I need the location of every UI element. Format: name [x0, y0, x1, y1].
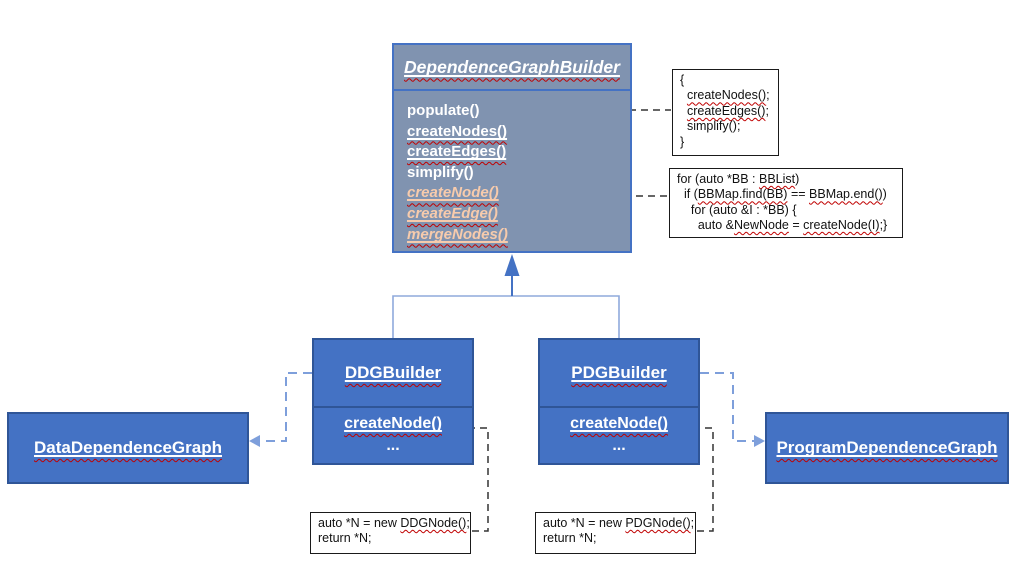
- code-line: for (auto &I : *BB) {: [677, 202, 797, 217]
- code-line: if (BBMap.find(BB) == BBMap.end()): [677, 187, 887, 202]
- method-createnode: createNode(): [344, 415, 442, 432]
- code-line: auto &NewNode = createNode(I);}: [677, 218, 888, 233]
- class-header: PDGBuilder: [540, 340, 698, 408]
- class-header: DependenceGraphBuilder: [394, 45, 630, 91]
- populate-body-code-box: { createNodes(); createEdges(); simplify…: [672, 69, 779, 156]
- method-list: createNode()...: [540, 408, 698, 456]
- method-list: populate() createNodes() createEdges() simp…: [394, 91, 630, 245]
- class-title: DDGBuilder: [344, 363, 442, 382]
- class-title: DataDependenceGraph: [34, 438, 222, 457]
- create-nodes-body-code-box: for (auto *BB : BBList) if (BBMap.find(B…: [669, 168, 903, 238]
- method-createnodes: createNodes(): [407, 122, 508, 140]
- code-line: simplify();: [680, 119, 741, 134]
- program-dependence-graph-class-box: ProgramDependenceGraph: [765, 412, 1009, 484]
- method-createnode: createNode(): [407, 184, 499, 202]
- ddg-to-data-dependence-graph-connector: [259, 372, 312, 442]
- pdg-arrowhead-icon: [754, 435, 765, 447]
- method-...: ...: [612, 436, 626, 454]
- inheritance-arrowhead-icon: [504, 254, 520, 276]
- ddg-builder-class-box: DDGBuilder createNode()...: [312, 338, 474, 465]
- method-createedges: createEdges(): [407, 143, 507, 161]
- inheritance-tree-line: [392, 295, 620, 338]
- method-simplify: simplify(): [407, 163, 474, 181]
- code-line: auto *N = new DDGNode();: [318, 516, 470, 530]
- method-populate: populate(): [407, 102, 480, 119]
- code-line: for (auto *BB : BBList): [677, 172, 800, 186]
- pdg-builder-class-box: PDGBuilder createNode()...: [538, 338, 700, 465]
- ddg-create-node-body-code-box: auto *N = new DDGNode();return *N;: [310, 512, 471, 554]
- data-dependence-graph-class-box: DataDependenceGraph: [7, 412, 249, 484]
- code-line: createNodes();: [686, 88, 770, 103]
- pdg-create-node-body-code-box: auto *N = new PDGNode();return *N;: [535, 512, 696, 554]
- ddg-arrowhead-icon: [249, 435, 260, 447]
- code-line: }: [680, 134, 685, 149]
- method-...: ...: [386, 436, 400, 454]
- code-line: {: [680, 73, 685, 87]
- code-line: return *N;: [543, 531, 597, 546]
- code-line: return *N;: [318, 531, 372, 546]
- method-mergenodes: mergeNodes(): [407, 225, 508, 243]
- class-title: ProgramDependenceGraph: [776, 438, 998, 457]
- method-createedge: createEdge(): [407, 204, 498, 222]
- class-title: PDGBuilder: [571, 363, 667, 382]
- pdg-to-program-dependence-graph-connector: [700, 372, 754, 442]
- class-title: DependenceGraphBuilder: [404, 56, 620, 77]
- method-list: createNode()...: [314, 408, 472, 456]
- class-header: DDGBuilder: [314, 340, 472, 408]
- dependence-graph-builder-class-box: DependenceGraphBuilder populate() createN…: [392, 43, 632, 253]
- method-createnode: createNode(): [570, 415, 668, 432]
- code-line: auto *N = new PDGNode();: [543, 516, 695, 530]
- code-line: createEdges();: [686, 103, 769, 118]
